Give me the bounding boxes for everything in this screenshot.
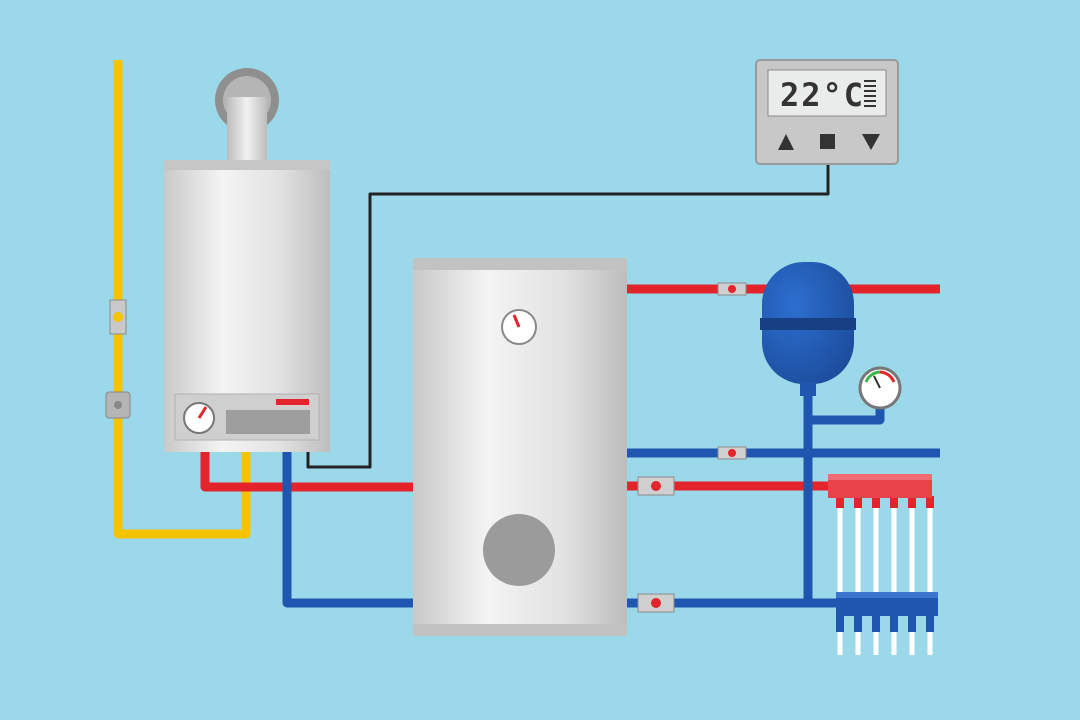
- thermostat-down-button[interactable]: [862, 134, 880, 150]
- boiler-display: [226, 410, 310, 434]
- room-thermostat: 22°C: [755, 59, 899, 165]
- hot-water-tank: [413, 258, 627, 636]
- thermostat-temperature: 22°C: [780, 76, 865, 114]
- flue-pipe: [227, 97, 267, 163]
- expansion-vessel: [760, 262, 856, 396]
- gas-pipe: [113, 60, 251, 539]
- valve-hot-flow[interactable]: [637, 476, 675, 496]
- thermostat-stop-button[interactable]: [820, 134, 835, 149]
- tank-access-hatch: [483, 514, 555, 586]
- square-icon: [820, 134, 835, 149]
- thermostat-wire: [306, 163, 830, 469]
- pressure-gauge-icon: [858, 366, 902, 410]
- tank-temperature-gauge-icon: [501, 309, 537, 345]
- valve-cold-return[interactable]: [637, 593, 675, 613]
- manifold-outlets-hot: [836, 496, 934, 508]
- valve-hot-top[interactable]: [717, 282, 747, 296]
- valve-cold-mid[interactable]: [717, 446, 747, 460]
- gas-meter-fitting: [105, 391, 131, 419]
- cold-pipes: [282, 380, 940, 608]
- underfloor-manifold: [828, 474, 938, 655]
- signal-bars-icon: [864, 80, 876, 107]
- boiler: [164, 68, 330, 452]
- thermostat-up-button[interactable]: [778, 134, 794, 150]
- triangle-up-icon: [778, 134, 794, 150]
- boiler-gauge-icon: [183, 402, 215, 434]
- boiler-indicator: [276, 399, 309, 405]
- thermostat-screen: [767, 69, 887, 117]
- gas-valve[interactable]: [109, 299, 127, 335]
- triangle-down-icon: [862, 134, 880, 150]
- manifold-outlets-cold: [836, 612, 934, 632]
